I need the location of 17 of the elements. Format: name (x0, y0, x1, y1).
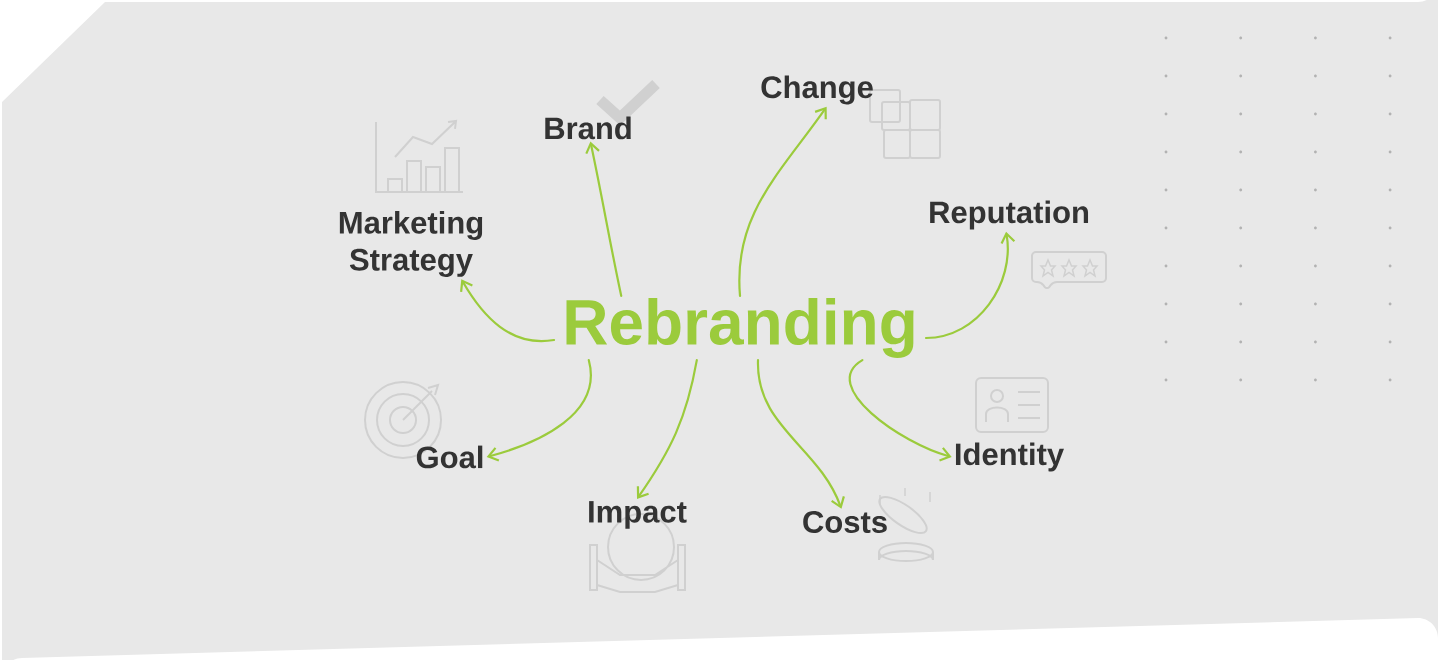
arrow (756, 359, 845, 509)
topic-label: Brand (545, 116, 631, 140)
arrow (924, 231, 1016, 340)
topic-label: Identity (955, 442, 1064, 472)
arrow (460, 279, 556, 343)
arrow (585, 141, 623, 297)
central-topic: Rebranding (566, 298, 914, 358)
arrow (738, 106, 827, 297)
topic-label: Change (761, 75, 873, 105)
topic-label: Costs (803, 511, 887, 533)
topic-label: Reputation (930, 200, 1089, 230)
topic-label: Impact (589, 501, 687, 529)
topic-label: Marketing Strategy (339, 210, 483, 277)
arrow (636, 359, 698, 499)
topic-label: Goal (416, 445, 483, 469)
arrow (848, 359, 952, 462)
arrow (486, 359, 592, 462)
